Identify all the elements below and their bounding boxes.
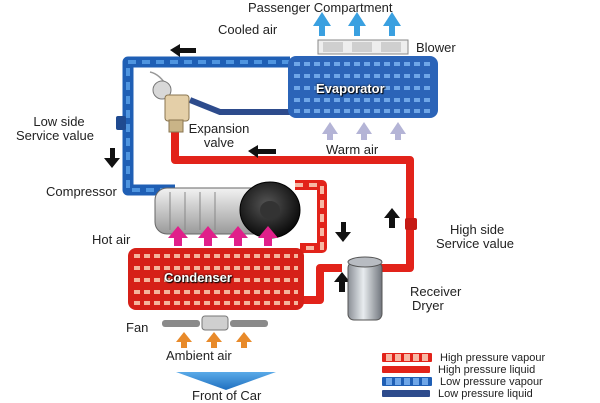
flow-arrow-low-side: [104, 148, 120, 168]
cooled-air-arrows: [313, 12, 401, 36]
flow-arrows: [104, 44, 400, 292]
hot-air-arrows: [168, 226, 278, 246]
legend-swatch-high-pressure-vapour: [382, 353, 432, 362]
legend-item: High pressure liquid: [382, 363, 545, 376]
high-side-label: High side: [450, 222, 505, 237]
legend-label: High pressure vapour: [440, 351, 546, 364]
legend-item: Low pressure vapour: [382, 375, 545, 388]
ambient-air-label: Ambient air: [166, 348, 232, 363]
warm-air-arrows: [322, 122, 406, 140]
blower: [317, 39, 409, 55]
condenser: [128, 248, 304, 310]
high-side-service-label: Service value: [436, 236, 515, 251]
low-pressure-liquid-line: [188, 97, 290, 115]
expansion-valve: [149, 71, 190, 133]
legend-item: Low pressure liquid: [382, 387, 545, 400]
low-side-service-valve: [116, 116, 126, 130]
high-pressure-vapour-line: [295, 180, 327, 253]
expansion-label: Expansion: [188, 121, 250, 136]
ambient-air-arrows: [176, 332, 252, 348]
legend-swatch-low-pressure-liquid: [382, 390, 430, 397]
low-side-label: Low side: [33, 114, 85, 129]
flow-arrow-top: [170, 44, 196, 57]
warm-air-label: Warm air: [326, 142, 379, 157]
compressor-label: Compressor: [46, 184, 117, 199]
blower-label: Blower: [416, 40, 456, 55]
high-side-service-valve: [405, 218, 417, 230]
expansion-valve-label: valve: [203, 135, 235, 150]
evaporator: [288, 56, 438, 118]
passenger-compartment-label: Passenger Compartment: [248, 0, 393, 15]
flow-arrow-condenser: [335, 222, 351, 242]
flow-arrow-expansion: [248, 145, 276, 158]
receiver-label: Receiver: [410, 284, 462, 299]
flow-arrow-high-side: [384, 208, 400, 228]
legend-swatch-high-pressure-liquid: [382, 366, 430, 373]
legend-label: High pressure liquid: [438, 363, 536, 376]
legend-swatch-low-pressure-vapour: [382, 377, 432, 386]
flow-arrow-receiver: [334, 272, 350, 292]
hot-air-label: Hot air: [92, 232, 131, 247]
fan-label: Fan: [126, 320, 149, 335]
cooled-air-label: Cooled air: [218, 22, 278, 37]
legend-label: Low pressure liquid: [438, 387, 533, 400]
fan: [162, 315, 268, 331]
condenser-label: Condenser: [164, 270, 232, 285]
evaporator-label: Evaporator: [316, 81, 385, 96]
front-of-car-label: Front of Car: [192, 388, 262, 403]
legend: High pressure vapour High pressure liqui…: [382, 352, 545, 400]
low-side-service-label: Service value: [15, 128, 95, 143]
dryer-label: Dryer: [412, 298, 444, 313]
legend-label: Low pressure vapour: [440, 375, 543, 388]
legend-item: High pressure vapour: [382, 351, 546, 364]
compressor: [154, 181, 301, 239]
front-of-car-arrow: [176, 372, 276, 390]
receiver-dryer: [347, 256, 383, 321]
high-pressure-liquid-line: [171, 130, 414, 304]
low-pressure-vapour-line: [122, 56, 290, 196]
